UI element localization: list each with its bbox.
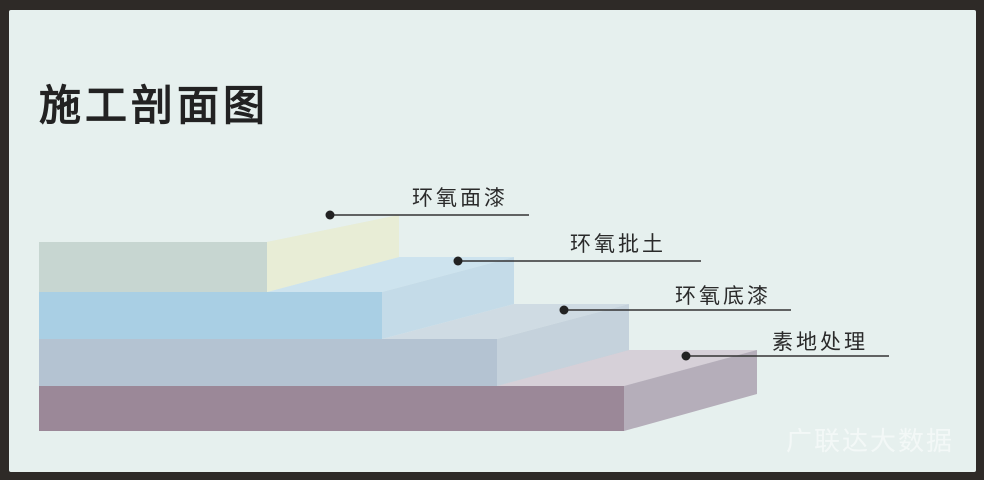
leader-dot-topcoat <box>325 210 335 220</box>
putty-front <box>39 292 382 339</box>
label-primer: 环氧底漆 <box>675 284 771 308</box>
label-substrate: 素地处理 <box>772 330 868 354</box>
putty-top-surface <box>267 257 514 292</box>
watermark: 广联达大数据 <box>785 427 954 457</box>
cross-section-diagram <box>39 210 889 431</box>
label-putty: 环氧批土 <box>570 232 666 256</box>
primer-side <box>497 304 629 386</box>
leader-primer <box>559 305 791 315</box>
leader-substrate <box>681 351 889 361</box>
diagram-panel: 施工剖面图 <box>9 10 976 472</box>
leader-putty <box>453 256 701 266</box>
diagram-title: 施工剖面图 <box>39 81 270 130</box>
topcoat-highlight <box>267 215 399 292</box>
substrate-side <box>624 350 757 431</box>
leader-dot-putty <box>453 256 463 266</box>
leader-dot-substrate <box>681 351 691 361</box>
leader-dot-primer <box>559 305 569 315</box>
substrate-layer <box>39 350 757 431</box>
topcoat-front <box>39 242 267 292</box>
label-topcoat: 环氧面漆 <box>412 186 508 210</box>
topcoat-layer <box>39 215 399 292</box>
primer-front <box>39 339 497 386</box>
putty-layer <box>39 257 514 339</box>
substrate-front <box>39 386 624 431</box>
substrate-top-surface <box>497 350 757 386</box>
leader-topcoat <box>325 210 529 220</box>
putty-side <box>382 257 514 339</box>
